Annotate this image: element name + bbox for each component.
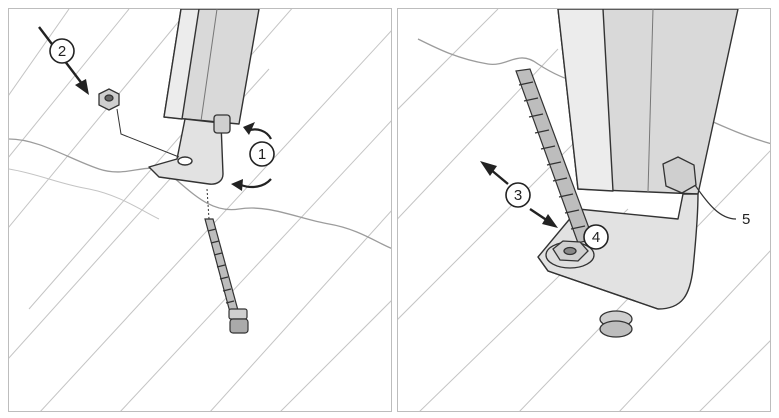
right-illustration: 3 4 5 [398, 9, 770, 411]
callout-5-label: 5 [742, 211, 750, 228]
nut-guide-line [116, 108, 180, 158]
hex-nut-washer [545, 240, 595, 269]
hex-nut [98, 88, 120, 111]
insert-arrowhead [75, 79, 89, 95]
roof-tile-profile [9, 138, 391, 249]
adjust-arrowhead-up [480, 161, 497, 176]
rail-post [557, 9, 739, 195]
roof-tile-lines [9, 9, 391, 411]
bolt-head [213, 114, 231, 134]
left-panel: 1 2 [8, 8, 392, 412]
step-3-circle [505, 182, 531, 208]
step-3-label: 3 [514, 187, 522, 204]
bolt-head [662, 156, 697, 194]
callout-5-leader [694, 184, 737, 220]
rotation-arrowhead-bottom [231, 179, 243, 191]
right-panel: 3 4 5 [397, 8, 771, 412]
mounting-bracket [148, 118, 224, 185]
adjust-arrowhead-down [542, 214, 558, 228]
rail-post [163, 9, 260, 125]
bolt-guide-line [206, 188, 210, 220]
threaded-bolt [204, 218, 249, 334]
step-2-circle [49, 38, 75, 64]
step-1-label: 1 [258, 146, 266, 163]
roof-tile-profile-lower [9, 168, 160, 220]
step-4-label: 4 [592, 229, 600, 246]
bottom-bolt [599, 310, 633, 338]
step-2-label: 2 [58, 43, 66, 60]
step-1-circle [249, 141, 275, 167]
rotation-arrowhead-top [243, 122, 255, 135]
step-4-circle [583, 224, 609, 250]
left-illustration: 1 2 [9, 9, 391, 411]
roof-tile-lines [398, 9, 770, 411]
